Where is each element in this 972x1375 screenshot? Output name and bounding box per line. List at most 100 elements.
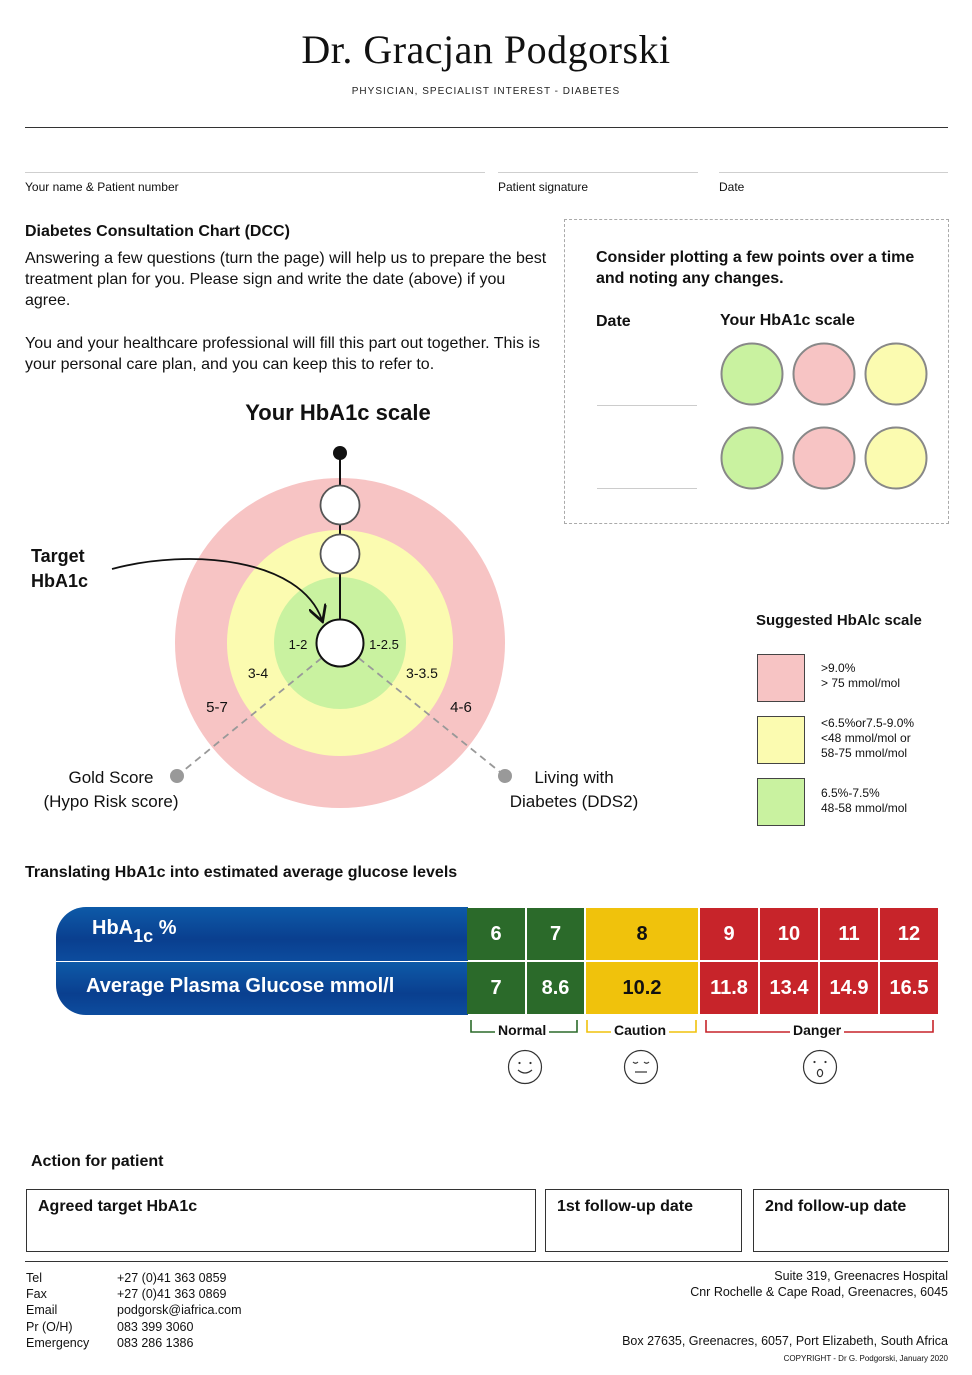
pr-value[interactable]: 083 399 3060 xyxy=(117,1320,194,1334)
plot-circles xyxy=(720,342,928,490)
normal-zone-label: Normal xyxy=(495,1022,550,1038)
hba1c-cell-6: 12 xyxy=(880,908,938,960)
hba1c-label-subscript: 1c xyxy=(133,926,154,946)
plot-date-line-2[interactable] xyxy=(597,488,697,489)
address-line-1: Suite 319, Greenacres Hospital xyxy=(774,1269,948,1283)
danger-zone-label: Danger xyxy=(790,1022,845,1038)
middle-marker-circle[interactable] xyxy=(319,533,361,575)
address-line-3: Box 27635, Greenacres, 6057, Port Elizab… xyxy=(622,1334,948,1348)
hba1c-label-unit: % xyxy=(158,917,177,939)
hba1c-label-band xyxy=(56,907,468,961)
first-followup-box[interactable]: 1st follow-up date xyxy=(545,1189,742,1252)
hba1c-label-main: HbA xyxy=(92,917,134,939)
middle-right-label: 3-3.5 xyxy=(406,665,438,681)
glucose-cell-6: 16.5 xyxy=(880,962,938,1014)
name-field-label: Your name & Patient number xyxy=(25,180,179,194)
plot-circle-red-2[interactable] xyxy=(792,426,856,490)
plot-circle-green-1[interactable] xyxy=(720,342,784,406)
neutral-face-icon xyxy=(623,1049,659,1085)
plot-circle-yellow-2[interactable] xyxy=(864,426,928,490)
scale-diagram-title: Your HbA1c scale xyxy=(245,400,431,425)
outer-marker-circle[interactable] xyxy=(319,484,361,526)
middle-left-label: 3-4 xyxy=(248,665,268,681)
date-field-line[interactable] xyxy=(719,172,948,173)
target-label-line-1: Target xyxy=(31,546,85,566)
apg-row-label: Average Plasma Glucose mmol/l xyxy=(86,975,395,997)
name-field-line[interactable] xyxy=(25,172,485,173)
legend-green-line-2: 48-58 mmol/mol xyxy=(821,801,908,815)
legend-item-yellow: <6.5%or7.5-9.0% <48 mmol/mol or 58-75 mm… xyxy=(821,716,914,761)
plot-circle-red-1[interactable] xyxy=(792,342,856,406)
copyright-notice: COPYRIGHT - Dr G. Podgorski, January 202… xyxy=(783,1354,948,1363)
glucose-cell-1: 8.6 xyxy=(527,962,584,1014)
header-divider xyxy=(25,127,948,128)
plot-scale-label: Your HbA1c scale xyxy=(720,312,855,329)
legend-item-red: >9.0% > 75 mmol/mol xyxy=(821,661,900,691)
emergency-value[interactable]: 083 286 1386 xyxy=(117,1336,194,1350)
glucose-cell-5: 14.9 xyxy=(820,962,878,1014)
fax-label: Fax xyxy=(26,1287,47,1301)
tel-label: Tel xyxy=(26,1271,42,1285)
first-followup-label: 1st follow-up date xyxy=(557,1198,693,1215)
agreed-target-box[interactable]: Agreed target HbA1c xyxy=(26,1189,536,1252)
glucose-cell-3: 11.8 xyxy=(700,962,758,1014)
target-arrow xyxy=(111,558,322,620)
gold-score-label-line-2: (Hypo Risk score) xyxy=(43,792,178,811)
hba1c-cell-2: 8 xyxy=(586,908,698,960)
legend-red-line-1: >9.0% xyxy=(821,661,856,675)
action-section-title: Action for patient xyxy=(31,1153,164,1170)
legend-yellow-line-1: <6.5%or7.5-9.0% xyxy=(821,716,915,730)
email-value[interactable]: podgorsk@iafrica.com xyxy=(117,1303,242,1317)
address-line-2: Cnr Rochelle & Cape Road, Greenacres, 60… xyxy=(690,1285,948,1299)
legend-green-line-1: 6.5%-7.5% xyxy=(821,786,880,800)
plot-circle-yellow-1[interactable] xyxy=(864,342,928,406)
legend-yellow-line-2: <48 mmol/mol or xyxy=(821,731,911,745)
plot-circle-green-2[interactable] xyxy=(720,426,784,490)
plot-points-box xyxy=(564,219,949,524)
vertical-axis-end-dot xyxy=(333,446,347,460)
hba1c-cell-4: 10 xyxy=(760,908,818,960)
intro-paragraph-2: You and your healthcare professional wil… xyxy=(25,335,540,373)
legend-swatch-red xyxy=(757,654,805,702)
plot-date-line-1[interactable] xyxy=(597,405,697,406)
fax-value: +27 (0)41 363 0869 xyxy=(117,1287,227,1301)
second-followup-box[interactable]: 2nd follow-up date xyxy=(753,1189,949,1252)
center-marker-circle[interactable] xyxy=(315,618,365,668)
plot-date-label: Date xyxy=(596,313,631,330)
plot-box-heading: Consider plotting a few points over a ti… xyxy=(596,249,915,287)
legend-item-green: 6.5%-7.5% 48-58 mmol/mol xyxy=(821,786,907,816)
hba1c-cell-3: 9 xyxy=(700,908,758,960)
hba1c-cell-0: 6 xyxy=(467,908,525,960)
right-axis-end-dot xyxy=(498,769,512,783)
intro-paragraph-1: Answering a few questions (turn the page… xyxy=(25,250,547,309)
emergency-label: Emergency xyxy=(26,1336,90,1350)
email-label: Email xyxy=(26,1303,58,1317)
hba1c-row-label: HbA1c % xyxy=(92,917,177,946)
hba1c-cell-1: 7 xyxy=(527,908,584,960)
inner-right-label: 1-2.5 xyxy=(369,637,399,652)
doctor-name-title: Dr. Gracjan Podgorski xyxy=(301,27,671,72)
apg-label-band xyxy=(56,961,468,1015)
legend-yellow-line-3: 58-75 mmol/mol xyxy=(821,746,908,760)
glucose-cell-4: 13.4 xyxy=(760,962,818,1014)
caution-zone-label: Caution xyxy=(611,1022,670,1038)
worried-face-icon xyxy=(802,1049,838,1085)
target-label-line-2: HbA1c xyxy=(31,571,88,591)
tel-value[interactable]: +27 (0)41 363 0859 xyxy=(117,1271,227,1285)
outer-left-label: 5-7 xyxy=(206,699,228,716)
footer-divider xyxy=(25,1261,948,1262)
outer-right-label: 4-6 xyxy=(450,699,472,716)
glucose-cell-0: 7 xyxy=(467,962,525,1014)
dcc-title: Diabetes Consultation Chart (DCC) xyxy=(25,223,290,240)
doctor-specialty-subtitle: PHYSICIAN, SPECIALIST INTEREST - DIABETE… xyxy=(351,86,621,97)
legend-swatch-yellow xyxy=(757,716,805,764)
glucose-label-band xyxy=(56,907,468,1015)
second-followup-label: 2nd follow-up date xyxy=(765,1198,907,1215)
agreed-target-label: Agreed target HbA1c xyxy=(38,1198,198,1215)
dds2-label-line-2: Diabetes (DDS2) xyxy=(510,792,639,811)
signature-field-line[interactable] xyxy=(498,172,698,173)
gold-score-label-line-1: Gold Score xyxy=(68,768,153,787)
signature-field-label: Patient signature xyxy=(498,180,589,194)
inner-left-label: 1-2 xyxy=(289,637,308,652)
pr-label: Pr (O/H) xyxy=(26,1320,73,1334)
